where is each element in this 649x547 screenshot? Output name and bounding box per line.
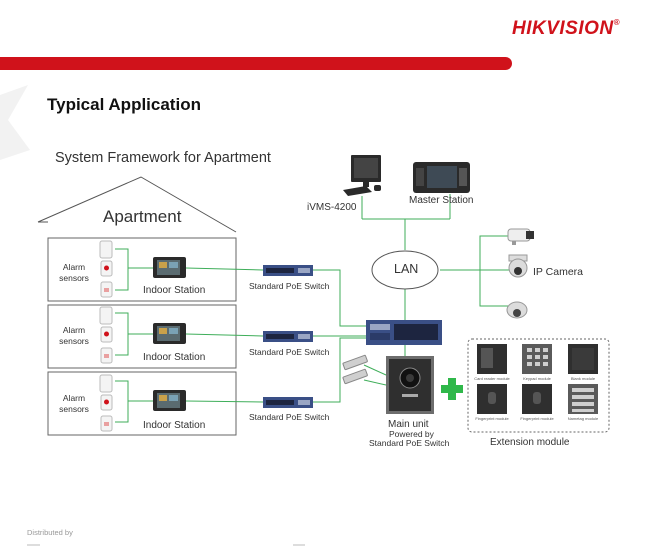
fingerprint-module-2 xyxy=(522,384,552,414)
poe-switch-2 xyxy=(263,331,313,342)
lan-cloud xyxy=(371,250,439,290)
indoor-station-label-2: Indoor Station xyxy=(143,352,206,363)
master-station-device xyxy=(413,162,470,193)
nametag-module xyxy=(568,384,598,414)
page-title: Typical Application xyxy=(47,95,201,114)
module-caption-3: Blank module xyxy=(570,376,596,381)
alarm-sensors-label-1: Alarm sensors xyxy=(59,262,89,283)
apartment-roof xyxy=(37,176,237,233)
alarm-sensors-label-3: Alarm sensors xyxy=(59,393,89,414)
indoor-station-1 xyxy=(153,257,186,278)
main-poe-switch xyxy=(366,320,442,345)
indoor-station-2 xyxy=(153,323,186,344)
poe-switch-1 xyxy=(263,265,313,276)
blank-module xyxy=(568,344,598,374)
fingerprint-module-1 xyxy=(477,384,507,414)
extension-module-label: Extension module xyxy=(490,437,570,448)
alarm-sensor-devices xyxy=(99,240,113,432)
keypad-module xyxy=(522,344,552,374)
ivms-label: iVMS-4200 xyxy=(307,202,357,213)
alarm-sensors-floor-2 xyxy=(99,306,113,364)
alarm-sensors-floor-3 xyxy=(99,374,113,432)
poe-switch-devices xyxy=(263,265,442,408)
dome-camera xyxy=(506,301,528,319)
indoor-station-devices xyxy=(153,257,186,411)
alarm-sensors-floor-1 xyxy=(99,240,113,298)
network-lines xyxy=(115,194,516,423)
module-caption-1: Card reader module xyxy=(474,376,510,381)
footer-distributed-by: Distributed by xyxy=(27,528,73,537)
card-reader-module xyxy=(477,344,507,374)
indoor-station-label-1: Indoor Station xyxy=(143,285,206,296)
framework-title: System Framework for Apartment xyxy=(55,150,271,166)
plus-icon xyxy=(441,378,463,400)
ip-camera-label: IP Camera xyxy=(533,266,583,278)
poe-switch-label-2: Standard PoE Switch xyxy=(249,347,330,357)
poe-switch-label-1: Standard PoE Switch xyxy=(249,281,330,291)
floor-box-3 xyxy=(47,371,237,436)
hikvision-logo: HIKVISION® xyxy=(512,18,620,40)
floor-box-2 xyxy=(47,304,237,369)
main-unit-switch-label: Standard PoE Switch xyxy=(369,438,450,448)
apartment-label: Apartment xyxy=(103,207,182,226)
pc-computer-icon xyxy=(343,155,381,196)
lan-label: LAN xyxy=(394,262,419,276)
module-caption-6: Nametag module xyxy=(567,416,599,421)
module-caption-2: Keypad module xyxy=(523,376,551,381)
red-banner xyxy=(0,57,512,70)
poe-switch-3 xyxy=(263,397,313,408)
indoor-station-3 xyxy=(153,390,186,411)
module-caption-4: Fingerprint module xyxy=(475,416,509,421)
registered-mark: ® xyxy=(613,18,621,27)
main-unit-label: Main unit xyxy=(388,419,429,430)
bullet-camera xyxy=(507,228,534,245)
floor-box-1 xyxy=(47,237,237,302)
brand-name: HIKVISION xyxy=(512,18,614,39)
ptz-dome-camera xyxy=(508,254,528,278)
extension-module-box xyxy=(467,338,610,433)
decorative-chevron xyxy=(0,85,30,160)
door-lock-devices xyxy=(342,354,368,385)
poe-switch-label-3: Standard PoE Switch xyxy=(249,412,330,422)
indoor-station-label-3: Indoor Station xyxy=(143,420,206,431)
master-station-label: Master Station xyxy=(409,195,474,206)
module-caption-5: Fingerprint module xyxy=(520,416,554,421)
extension-module-devices xyxy=(477,344,598,414)
main-unit-powered-label: Powered by xyxy=(389,429,434,439)
main-unit-device xyxy=(386,356,434,414)
alarm-sensors-label-2: Alarm sensors xyxy=(59,325,89,346)
